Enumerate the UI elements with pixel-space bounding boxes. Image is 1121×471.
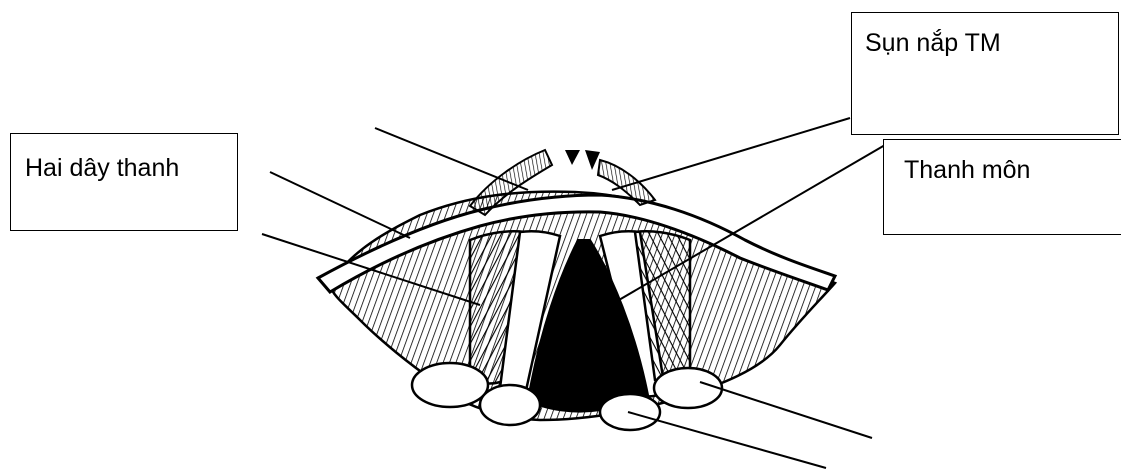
label-box-glottis: Thanh môn [883, 139, 1121, 235]
leader-line-upper-left [375, 128, 528, 190]
leader-line-arytenoid [700, 382, 872, 438]
leader-line-corniculate [628, 412, 826, 468]
leader-line-epiglottis [612, 118, 850, 190]
leader-line-vocal-cords-1 [270, 172, 410, 238]
label-vocal-cords: Hai dây thanh [25, 154, 179, 183]
label-epiglottis: Sụn nắp TM [865, 29, 1001, 58]
label-glottis: Thanh môn [904, 156, 1030, 185]
label-box-epiglottis: Sụn nắp TM [851, 12, 1119, 135]
label-box-vocal-cords: Hai dây thanh [10, 133, 238, 231]
